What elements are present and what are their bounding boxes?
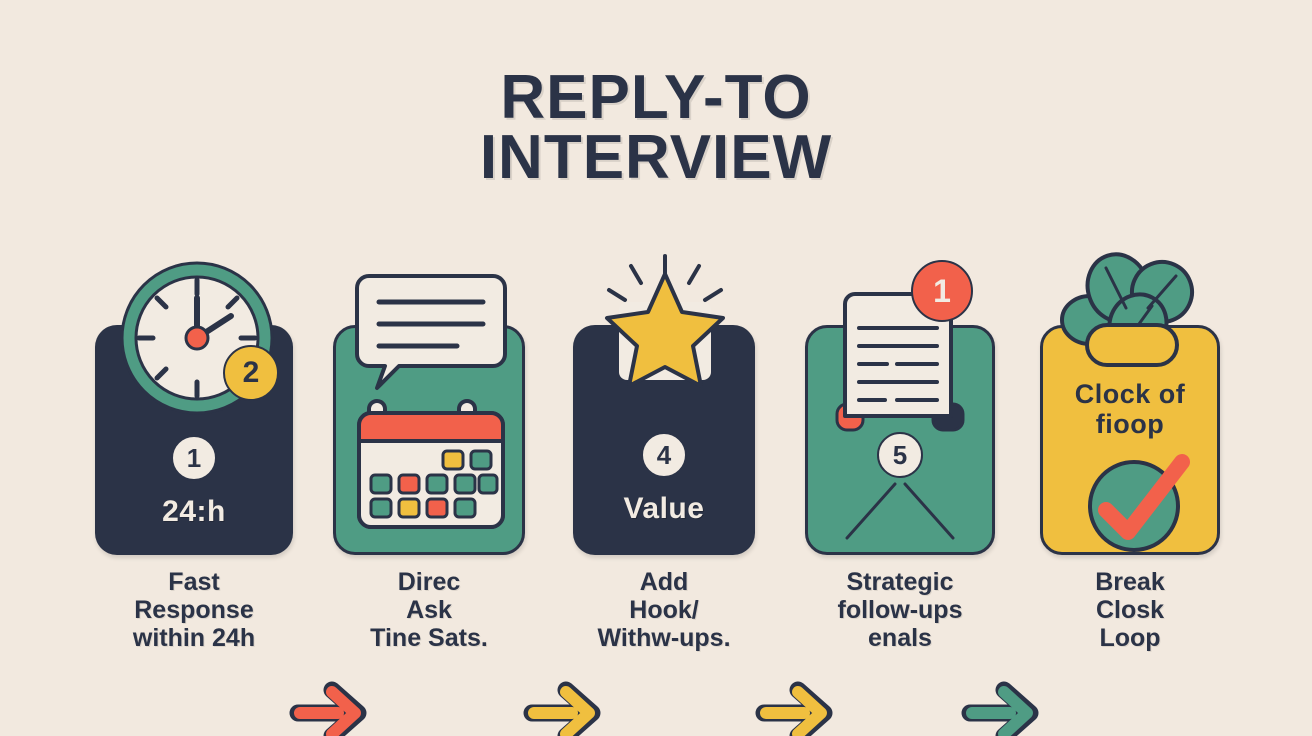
- check-circle-icon: [1088, 454, 1190, 552]
- arrow-3: [755, 681, 833, 736]
- step-4-badge-label: 1: [933, 272, 951, 309]
- step-1-badge: 2: [223, 345, 279, 401]
- step-2-caption: Direc Ask Tine Sats.: [370, 568, 488, 652]
- step-3-inner-label: Value: [623, 492, 705, 525]
- step-5-inner-label: Clock of fioop: [1074, 379, 1186, 439]
- step-5-caption: Break Closk Loop: [1095, 568, 1165, 652]
- diverging-lines-icon: [845, 482, 955, 540]
- speech-bubble-icon: [355, 274, 507, 390]
- step-1-inner-label: 24:h: [162, 495, 226, 528]
- arrow-2: [523, 681, 601, 736]
- step-3-number: 4: [656, 439, 672, 470]
- step-4-badge: 1: [911, 260, 973, 322]
- step-1-badge-label: 2: [242, 356, 260, 389]
- step-1-caption: Fast Response within 24h: [132, 568, 256, 652]
- step-1-marker: 1: [171, 435, 217, 481]
- step-1-number: 1: [186, 442, 202, 473]
- calendar-icon: [357, 399, 505, 529]
- step-3-marker: 4: [641, 432, 687, 478]
- clipboard-clasp-icon: [1085, 323, 1179, 367]
- title-line-2: INTERVIEW: [479, 122, 833, 192]
- title-line-1: REPLY-TO: [500, 63, 812, 132]
- arrow-4: [961, 681, 1039, 736]
- step-4-number: 5: [892, 439, 908, 470]
- arrow-1: [289, 681, 367, 736]
- star-icon: [605, 254, 725, 388]
- step-4-caption: Strategic follow-ups enals: [837, 568, 963, 652]
- step-4-marker: 5: [877, 432, 923, 478]
- steps-row: 2 1 24:h Fast Response within 24h: [0, 250, 1312, 736]
- page-title: REPLY-TO INTERVIEW: [0, 67, 1312, 192]
- step-3-caption: Add Hook/ Withw-ups.: [597, 568, 731, 652]
